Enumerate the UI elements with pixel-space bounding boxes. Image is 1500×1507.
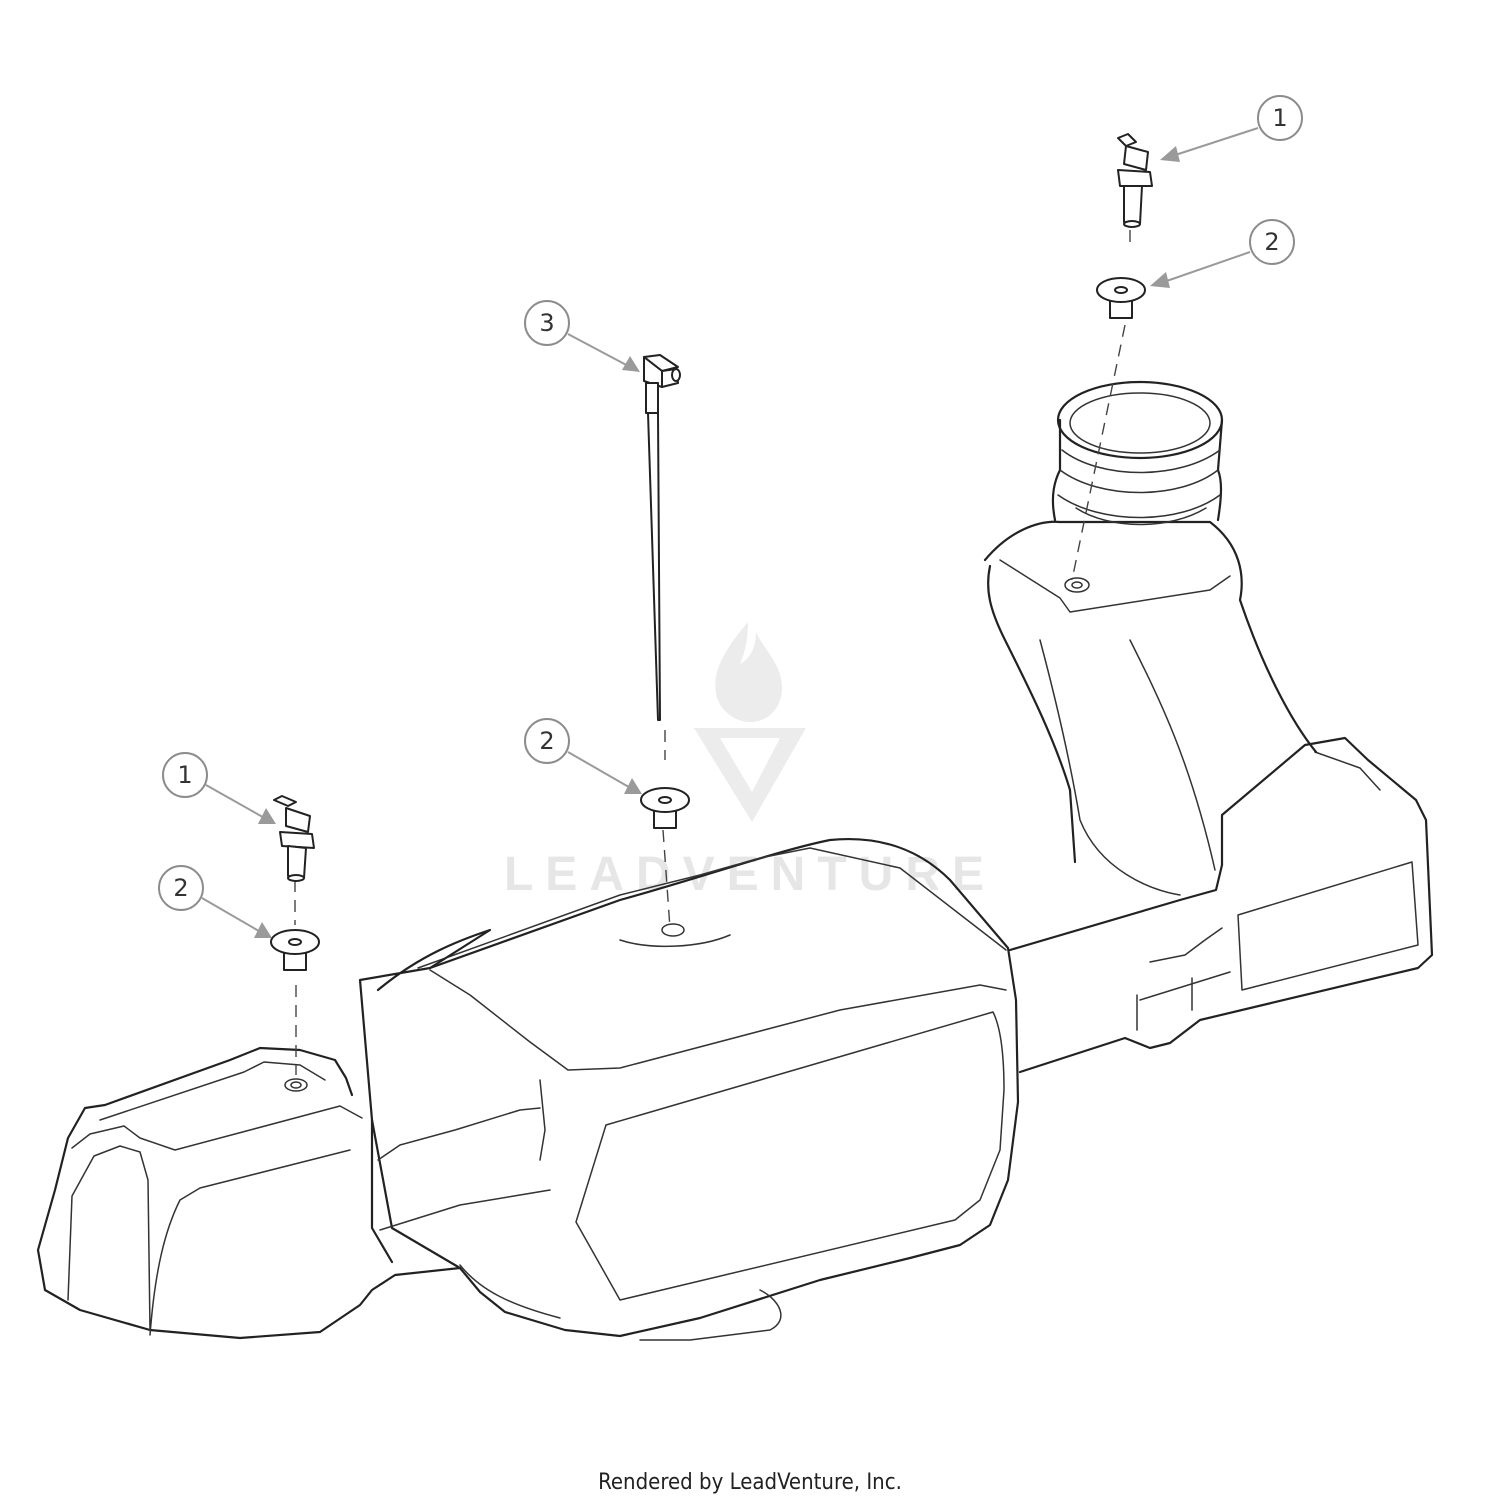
elbow-fitting-icon <box>1117 133 1153 228</box>
callout-2-center[interactable]: 2 <box>524 718 642 794</box>
callout-1-left[interactable]: 1 <box>162 752 276 824</box>
fuel-tank <box>36 380 1434 1341</box>
callout-2-top-right[interactable]: 2 <box>1150 219 1295 288</box>
callout-2-left[interactable]: 2 <box>158 865 272 938</box>
callout-label: 1 <box>1272 104 1287 132</box>
watermark-text: LEADVENTURE <box>504 848 996 901</box>
callout-3[interactable]: 3 <box>524 300 640 372</box>
elbow-fitting-icon <box>273 795 315 882</box>
grommet-icon <box>640 787 690 829</box>
grommet-icon <box>270 929 320 971</box>
pickup-tube-icon <box>643 354 681 721</box>
callout-label: 2 <box>1264 228 1279 256</box>
footer-credit: Rendered by LeadVenture, Inc. <box>598 1470 902 1495</box>
callout-label: 2 <box>173 874 188 902</box>
watermark: LEADVENTURE <box>504 622 996 901</box>
callout-label: 1 <box>177 761 192 789</box>
assembly-lines <box>294 230 1131 1075</box>
callout-label: 3 <box>539 309 554 337</box>
callout-label: 2 <box>539 727 554 755</box>
leadventure-logo-icon <box>694 622 806 822</box>
grommet-icon <box>1096 277 1146 319</box>
callout-1-top-right[interactable]: 1 <box>1160 95 1303 162</box>
